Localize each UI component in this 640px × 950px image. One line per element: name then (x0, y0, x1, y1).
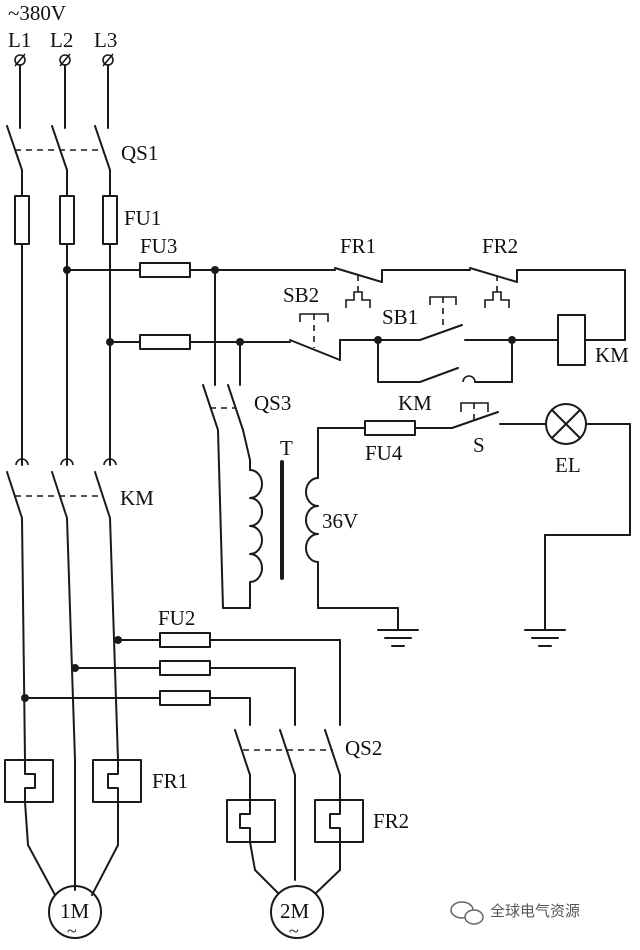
ground-transformer (317, 607, 419, 647)
km-main-label: KM (120, 486, 154, 510)
qs2-switch (234, 729, 341, 881)
fu4-label: FU4 (365, 441, 403, 465)
sb1-label: SB1 (382, 305, 418, 329)
motor-2m: 2M ~ (270, 885, 324, 941)
wechat-icon (450, 901, 484, 925)
fu2-label: FU2 (158, 606, 195, 630)
qs2-label: QS2 (345, 736, 382, 760)
km-aux-label: KM (398, 391, 432, 415)
fr1-bottom-label: FR1 (152, 769, 188, 793)
control-line-l3 (109, 334, 291, 350)
phase-label-l1: L1 (8, 28, 31, 52)
transformer-t (217, 427, 319, 609)
lamp-label: EL (555, 453, 581, 477)
qs1-label: QS1 (121, 141, 158, 165)
junction-fu2-b (71, 664, 79, 672)
qs1-switch (6, 64, 111, 197)
fr1-nc-contact (334, 267, 471, 308)
fr2-top-label: FR2 (482, 234, 518, 258)
lighting-circuit (317, 402, 547, 436)
watermark-text: 全球电气资源 (490, 902, 580, 920)
fu2-fuses (24, 632, 341, 726)
qs3-label: QS3 (254, 391, 291, 415)
fu3-fuse (66, 262, 336, 278)
fr1-top-label: FR1 (340, 234, 376, 258)
ground-lamp (524, 629, 566, 647)
junction-l2 (63, 266, 71, 274)
watermark: 全球电气资源 (450, 901, 580, 925)
supply-voltage-label: ~380V (8, 1, 66, 25)
motor-2m-symbol: ~ (289, 921, 299, 941)
fr2-thermal-element (226, 799, 364, 894)
transformer-label: T (280, 436, 293, 460)
switch-s-label: S (473, 433, 485, 457)
sb2-stop-button (289, 313, 379, 361)
phase-label-l3: L3 (94, 28, 117, 52)
fr2-nc-contact (469, 267, 626, 341)
main-phase-lines (21, 243, 111, 466)
km-aux-contact (377, 339, 513, 383)
km-coil-label: KM (595, 343, 629, 367)
secondary-voltage-label: 36V (322, 509, 358, 533)
motor-1m-symbol: ~ (67, 921, 77, 941)
motor-1m: 1M ~ (48, 885, 102, 941)
sb1-start-button (377, 296, 513, 341)
fu3-label: FU3 (140, 234, 177, 258)
qs3-switch (202, 269, 244, 431)
motor-1m-name: 1M (60, 899, 90, 923)
km-main-contacts (6, 458, 119, 761)
fu1-label: FU1 (124, 206, 161, 230)
phase-label-l2: L2 (50, 28, 73, 52)
fr1-thermal-element (4, 759, 142, 896)
fu1-fuses (14, 195, 118, 245)
lamp-el (544, 403, 631, 631)
junction-fu2-a (114, 636, 122, 644)
junction-fu2-c (21, 694, 29, 702)
km-coil (511, 314, 586, 366)
junction-l3 (106, 338, 114, 346)
fr2-bottom-label: FR2 (373, 809, 409, 833)
sb2-label: SB2 (283, 283, 319, 307)
motor-2m-name: 2M (280, 899, 310, 923)
